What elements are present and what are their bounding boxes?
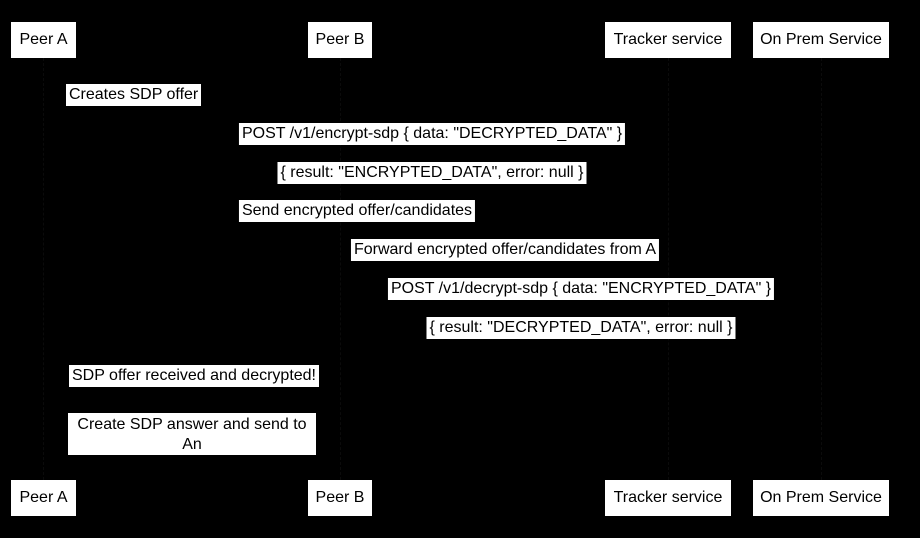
lifeline-peer-b: [340, 58, 341, 480]
message-result-encrypted-data: { result: "ENCRYPTED_DATA", error: null …: [277, 162, 587, 184]
lifeline-peer-a: [43, 58, 44, 480]
message-sdp-offer-received: SDP offer received and decrypted!: [69, 365, 319, 387]
message-forward-encrypted-offer: Forward encrypted offer/candidates from …: [350, 239, 660, 261]
actor-on-prem-service-top: On Prem Service: [753, 22, 889, 58]
note-line-1: Create SDP answer and send to An: [77, 416, 307, 453]
note-line-2: using the same mechanism: [94, 456, 290, 473]
lifeline-tracker-service: [668, 58, 669, 480]
message-send-encrypted-offer: Send encrypted offer/candidates: [238, 200, 476, 222]
lifeline-on-prem-service: [821, 58, 822, 480]
note-create-sdp-answer: Create SDP answer and send to An using t…: [68, 413, 316, 473]
actor-peer-b-top: Peer B: [308, 22, 372, 58]
actor-peer-b-bottom: Peer B: [308, 480, 372, 516]
message-result-decrypted-data: { result: "DECRYPTED_DATA", error: null …: [426, 317, 736, 339]
actor-peer-a-bottom: Peer A: [11, 480, 76, 516]
actor-peer-a-top: Peer A: [11, 22, 76, 58]
actor-on-prem-service-bottom: On Prem Service: [753, 480, 889, 516]
message-post-decrypt-sdp: POST /v1/decrypt-sdp { data: "ENCRYPTED_…: [387, 278, 775, 300]
actor-tracker-service-top: Tracker service: [605, 22, 731, 58]
message-post-encrypt-sdp: POST /v1/encrypt-sdp { data: "DECRYPTED_…: [238, 123, 626, 145]
message-creates-sdp-offer: Creates SDP offer: [66, 84, 202, 106]
actor-tracker-service-bottom: Tracker service: [605, 480, 731, 516]
